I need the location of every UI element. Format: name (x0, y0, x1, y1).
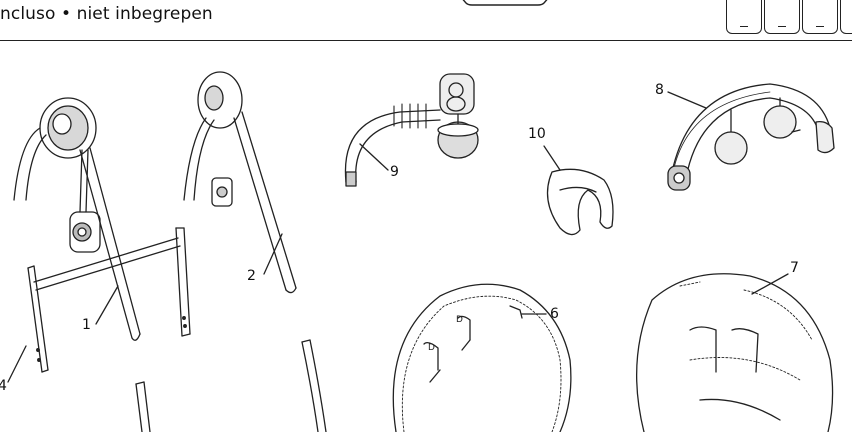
head-support-icon (546, 168, 614, 236)
svg-text:D: D (428, 343, 435, 353)
header-languages: ncluso • niet inbegrepen (0, 4, 213, 24)
part-label-7: 7 (790, 260, 799, 276)
part-label-4: 4 (0, 378, 7, 394)
tab-box (840, 0, 852, 34)
hanger-arm-icon (183, 71, 297, 294)
seat-cover-icon (635, 273, 834, 432)
part-label-1: 1 (82, 317, 91, 333)
seat-pad-icon: D D (392, 283, 572, 432)
tab-box (764, 0, 800, 34)
part-label-6: 6 (550, 306, 559, 322)
tab-box (802, 0, 838, 34)
part-label-10: 10 (528, 126, 546, 142)
part-label-8: 8 (655, 82, 664, 98)
part-label-2: 2 (247, 268, 256, 284)
tube-icon (27, 227, 191, 373)
tab-box (726, 0, 762, 34)
header-rule (0, 40, 852, 41)
svg-text:D: D (456, 315, 463, 325)
top-tab-icon (462, 0, 548, 6)
swing-frame-icon (13, 97, 141, 341)
toy-bar-icon (667, 83, 835, 191)
toy-bar-icon (344, 73, 479, 187)
part-label-9: 9 (390, 164, 399, 180)
